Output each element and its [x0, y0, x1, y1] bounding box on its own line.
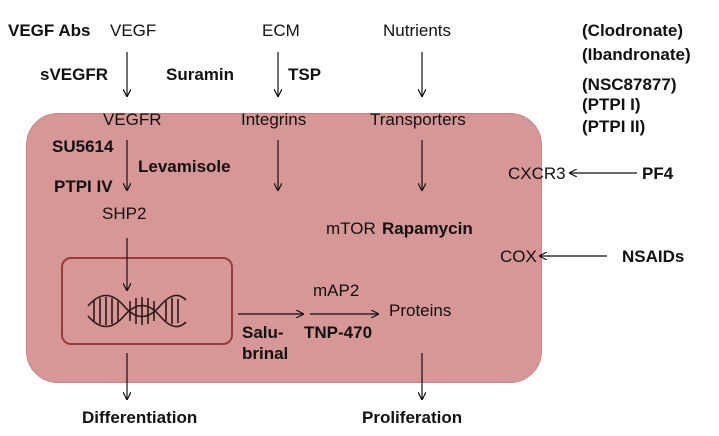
label-differentiation: Differentiation — [82, 408, 198, 427]
label-vegfr: VEGFR — [103, 110, 162, 129]
label-transporters: Transporters — [370, 110, 466, 129]
inhibitor-nsaids: NSAIDs — [622, 247, 685, 266]
label-vegf: VEGF — [110, 21, 157, 40]
inhibitor-rapamycin: Rapamycin — [382, 219, 473, 238]
label-integrins: Integrins — [241, 110, 307, 129]
nucleus-box — [61, 257, 233, 345]
inhibitor-levamisole: Levamisole — [138, 157, 231, 176]
label-nutrients: Nutrients — [383, 21, 452, 40]
label-cox: COX — [500, 247, 537, 266]
inhibitor-ptpi-iv: PTPI IV — [54, 177, 113, 196]
cell-compartment — [26, 113, 542, 383]
label-proliferation: Proliferation — [362, 408, 463, 427]
inhibitor-list-item: (Clodronate) — [582, 21, 684, 40]
inhibitor-salubrinal-line2: brinal — [242, 344, 289, 363]
label-ecm: ECM — [262, 21, 300, 40]
label-shp2: SHP2 — [102, 204, 147, 223]
dna-icon — [87, 294, 187, 328]
inhibitor-tsp: TSP — [288, 65, 322, 84]
label-cxcr3: CXCR3 — [508, 164, 566, 183]
label-proteins: Proteins — [389, 301, 452, 320]
label-map2: mAP2 — [313, 281, 360, 300]
inhibitor-suramin: Suramin — [166, 65, 235, 84]
inhibitor-tnp470: TNP-470 — [304, 323, 373, 342]
inhibitor-list-item: (PTPI II) — [582, 117, 646, 136]
inhibitor-list-item: (PTPI I) — [582, 95, 641, 114]
inhibitor-salubrinal-line1: Salu- — [242, 323, 284, 342]
label-mtor: mTOR — [326, 219, 376, 238]
inhibitor-list-item: (NSC87877) — [582, 75, 677, 94]
inhibitor-vegf-abs: VEGF Abs — [8, 21, 91, 40]
inhibitor-pf4: PF4 — [642, 164, 674, 183]
inhibitor-su5614: SU5614 — [52, 137, 114, 156]
inhibitor-svegfr: sVEGFR — [40, 65, 109, 84]
inhibitor-list-item: (Ibandronate) — [582, 45, 691, 64]
